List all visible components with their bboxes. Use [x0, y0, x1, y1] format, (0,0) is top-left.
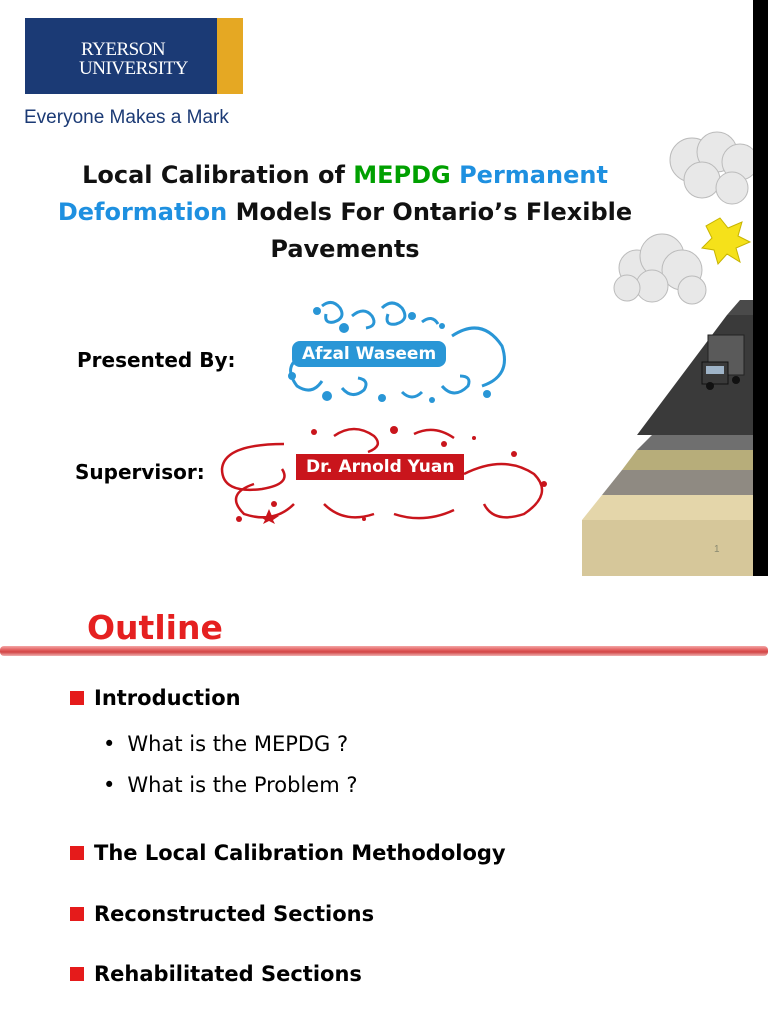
- slide-number: 1: [714, 544, 720, 555]
- outline-item-introduction: Introduction: [70, 686, 241, 710]
- outline-subitem-label: What is the MEPDG ?: [127, 732, 349, 756]
- outline-item-label: Introduction: [94, 686, 241, 710]
- university-tagline: Everyone Makes a Mark: [24, 107, 229, 128]
- title-part-4: Models For Ontario’s Flexible Pavements: [227, 198, 633, 263]
- bullet-dot-icon: •: [103, 773, 116, 797]
- pavement-illustration: [582, 131, 753, 576]
- bullet-square-icon: [70, 907, 84, 921]
- title-permanent-deformation: Permanent Deformation: [57, 161, 608, 226]
- presenter-name: Afzal Waseem: [292, 341, 447, 367]
- outline-item-label: Rehabilitated Sections: [94, 962, 362, 986]
- outline-item-methodology: The Local Calibration Methodology: [70, 841, 506, 865]
- bullet-square-icon: [70, 967, 84, 981]
- bullet-square-icon: [70, 691, 84, 705]
- outline-item-label: The Local Calibration Methodology: [94, 841, 506, 865]
- title-part-1: Local Calibration of: [82, 161, 354, 189]
- outline-subitem-mepdg: • What is the MEPDG ?: [103, 732, 348, 756]
- logo-line-2: UNIVERSITY: [79, 58, 189, 79]
- outline-subitem-label: What is the Problem ?: [127, 773, 358, 797]
- presentation-title: Local Calibration of MEPDG Permanent Def…: [25, 157, 665, 268]
- outline-divider: [0, 646, 768, 656]
- university-logo: RYERSON UNIVERSITY: [25, 18, 243, 94]
- outline-item-reconstructed: Reconstructed Sections: [70, 902, 374, 926]
- supervisor-name: Dr. Arnold Yuan: [296, 454, 465, 480]
- outline-slide: Outline Introduction • What is the MEPDG …: [0, 576, 768, 1024]
- outline-subitem-problem: • What is the Problem ?: [103, 773, 358, 797]
- slide-edge: [753, 0, 768, 576]
- red-swirl-decoration: [220, 426, 547, 524]
- bullet-square-icon: [70, 846, 84, 860]
- logo-gold-bar: [217, 18, 243, 94]
- supervisor-label: Supervisor:: [75, 460, 205, 484]
- title-mepdg: MEPDG: [353, 161, 451, 189]
- logo-line-1: RYERSON: [81, 39, 166, 60]
- bullet-dot-icon: •: [103, 732, 116, 756]
- presented-by-label: Presented By:: [77, 348, 236, 372]
- title-slide: RYERSON UNIVERSITY Everyone Makes a Mark…: [24, 0, 768, 576]
- outline-item-rehabilitated: Rehabilitated Sections: [70, 962, 362, 986]
- outline-heading: Outline: [87, 608, 223, 647]
- outline-item-label: Reconstructed Sections: [94, 902, 375, 926]
